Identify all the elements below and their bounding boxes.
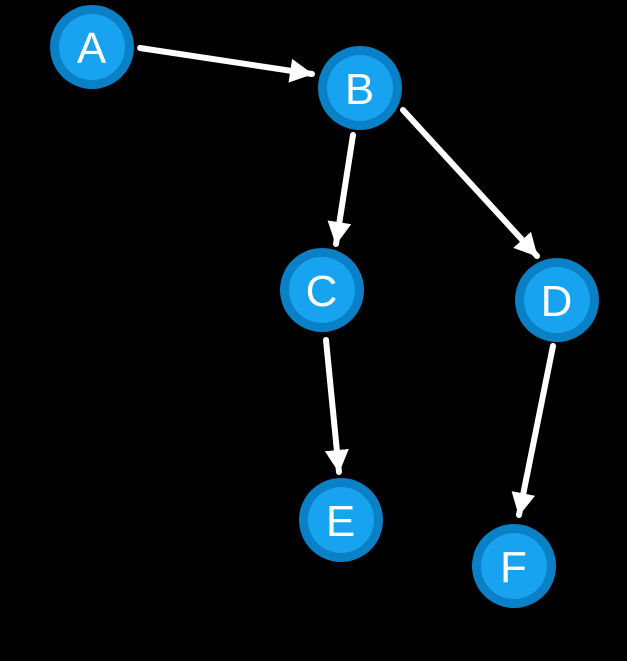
edge-D-to-F[interactable] (511, 343, 556, 518)
node-A-label: A (77, 24, 107, 73)
node-E-fill (308, 487, 374, 553)
node-B[interactable]: B (318, 46, 402, 130)
node-D-label: D (541, 277, 574, 326)
node-F[interactable]: F (472, 524, 556, 608)
node-E-label: E (326, 497, 356, 546)
edge-B-to-C[interactable] (327, 132, 356, 247)
node-F-fill (481, 533, 547, 599)
edge-C-to-E[interactable] (323, 337, 349, 475)
edges-layer (137, 45, 556, 518)
node-D-fill (524, 267, 590, 333)
node-A-fill (59, 14, 125, 80)
node-C-label: C (306, 267, 339, 316)
node-D[interactable]: D (515, 258, 599, 342)
node-A[interactable]: A (50, 5, 134, 89)
node-C-fill (289, 257, 355, 323)
node-F-label: F (500, 543, 528, 592)
nodes-layer: A B C D E F (50, 5, 599, 608)
edge-A-to-B[interactable] (137, 45, 315, 83)
node-E[interactable]: E (299, 478, 383, 562)
node-B-label: B (345, 65, 375, 114)
node-C[interactable]: C (280, 248, 364, 332)
node-B-fill (327, 55, 393, 121)
edge-B-to-D[interactable] (400, 107, 540, 259)
